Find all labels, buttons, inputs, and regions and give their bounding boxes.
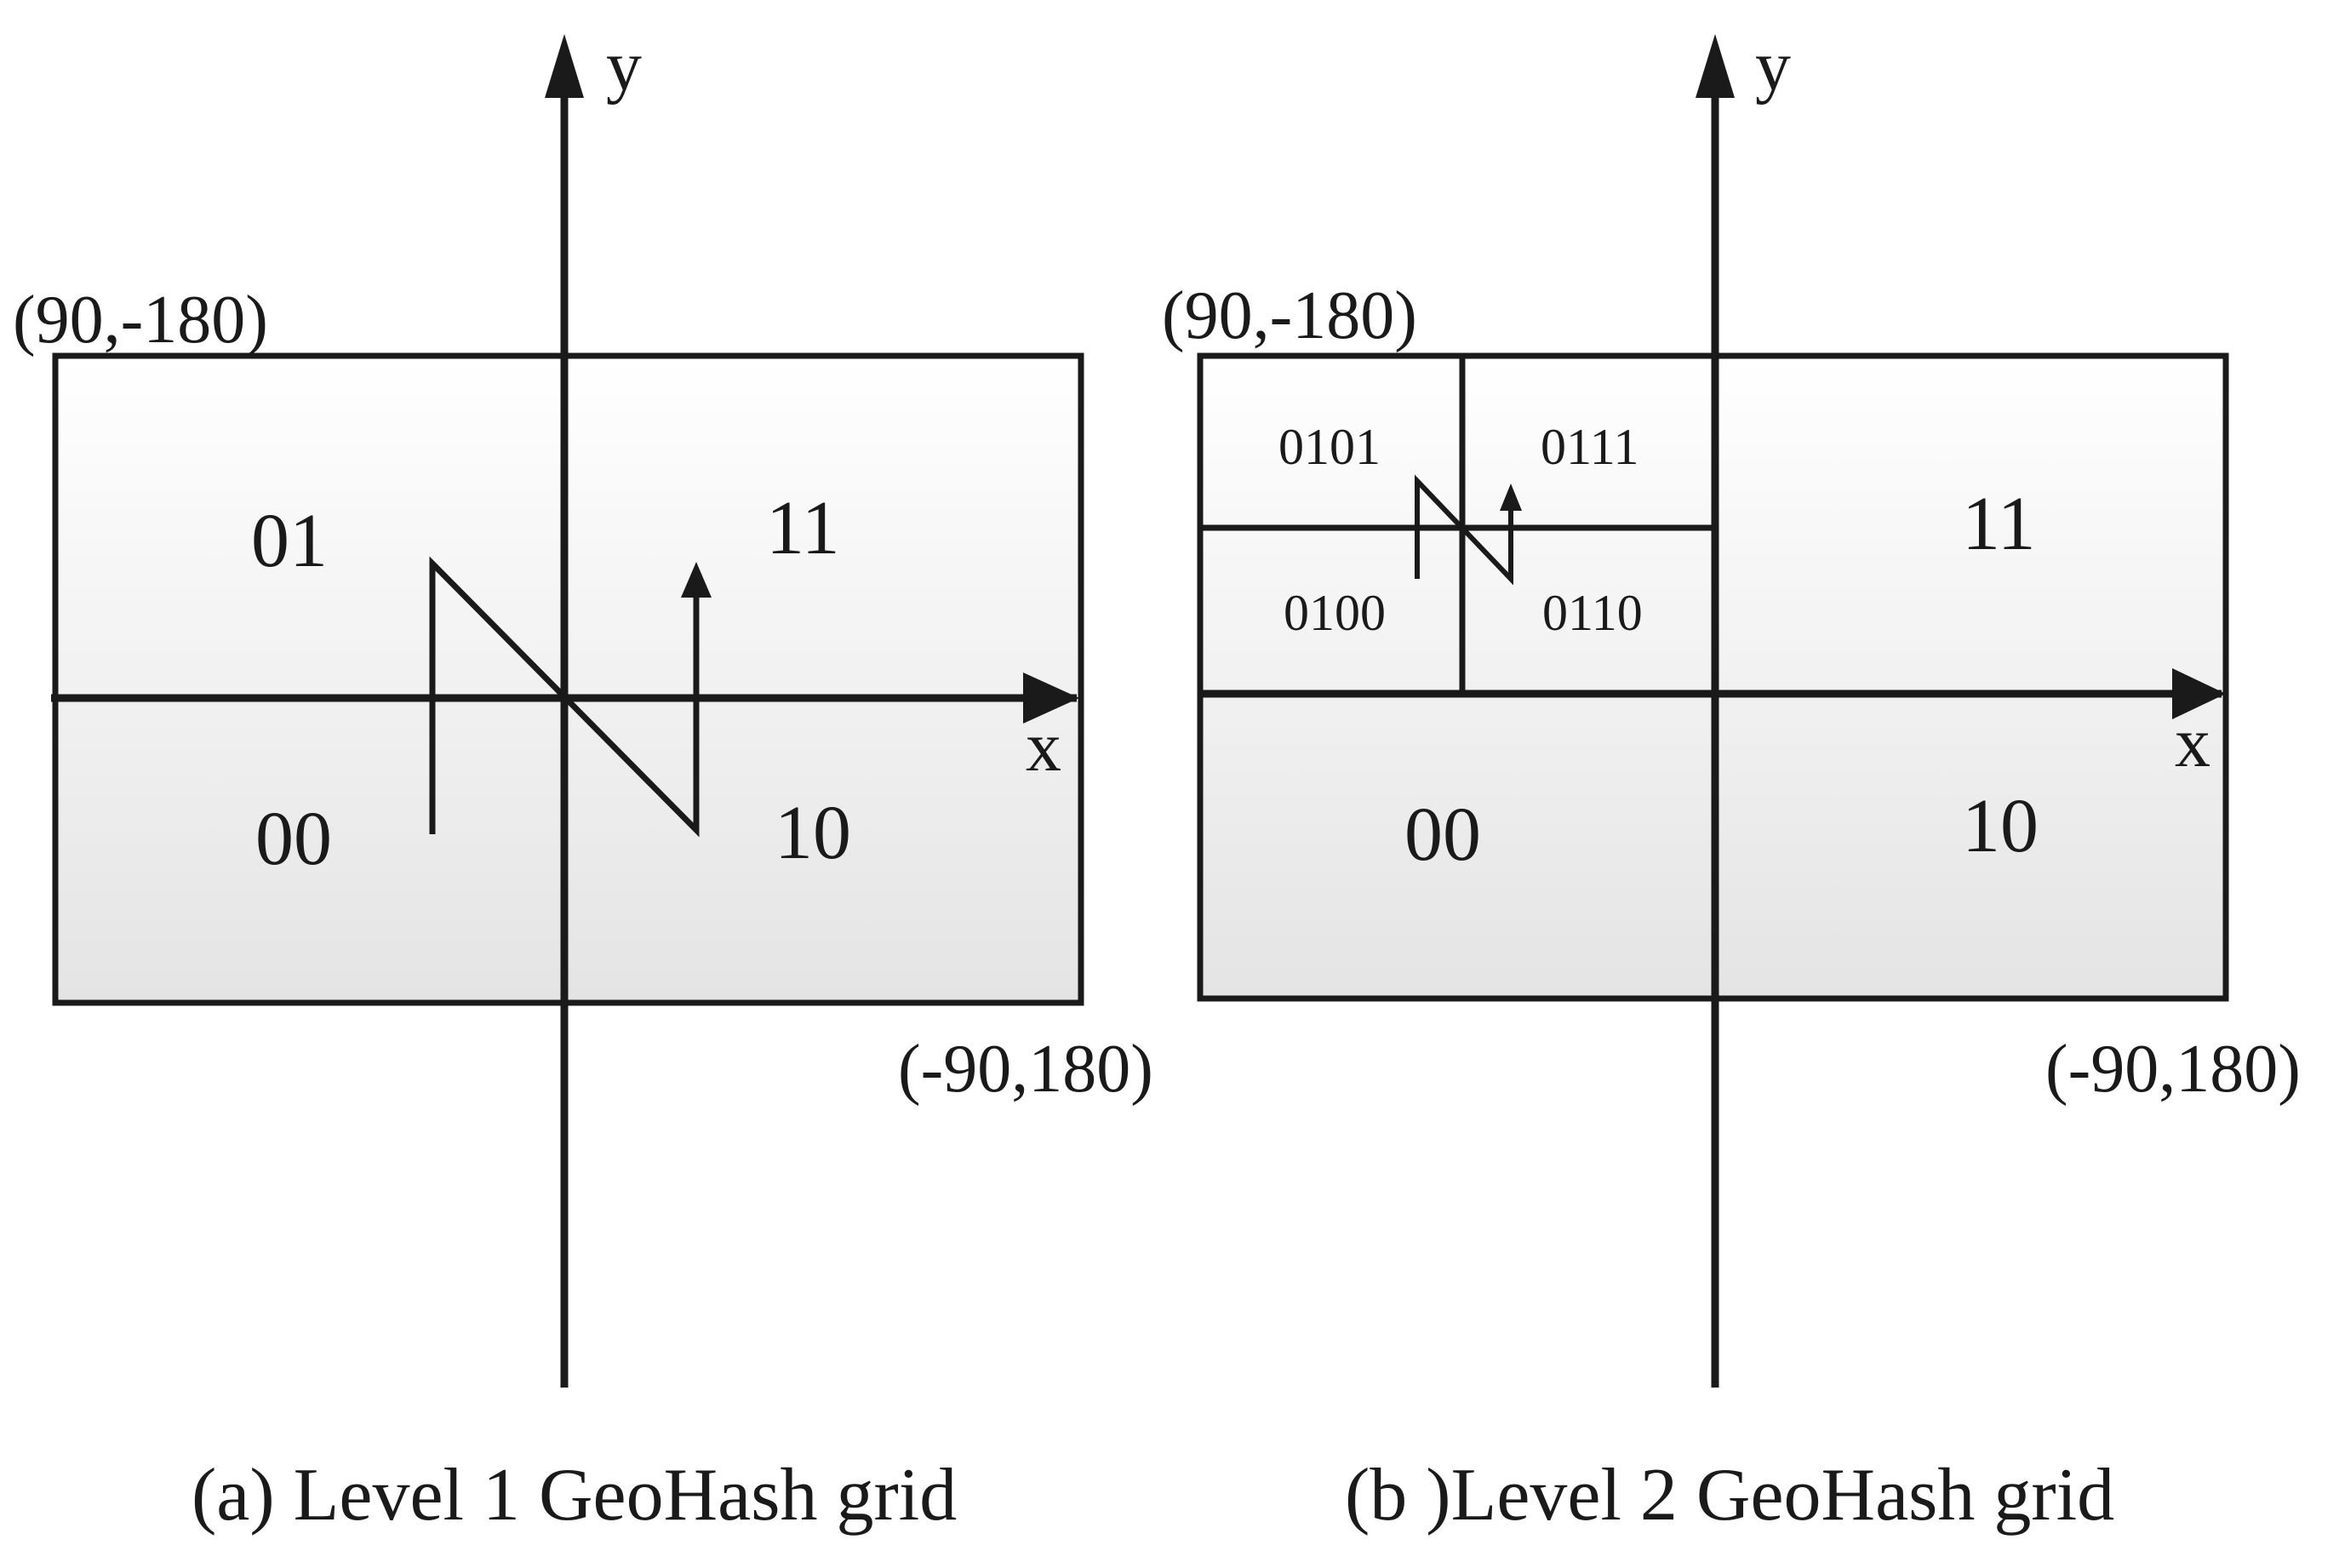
panel-b-subcell-0100: 0100 <box>1284 585 1386 641</box>
panel-a-bottom-right-coordinate: (-90,180) <box>898 1032 1153 1107</box>
panel-b-subcell-0101: 0101 <box>1278 419 1381 475</box>
panel-b-z-curve-arrowhead <box>1500 484 1522 511</box>
panel-a-y-axis-arrow <box>545 34 584 98</box>
panel-a-cell-01: 01 <box>251 499 328 583</box>
panel-b-bottom-right-coordinate: (-90,180) <box>2045 1032 2301 1107</box>
panel-b-cell-00: 00 <box>1404 793 1481 877</box>
panel-a-z-curve <box>429 556 700 838</box>
panel-a-top-left-coordinate: (90,-180) <box>13 283 268 358</box>
panel-b-subcell-0110: 0110 <box>1542 585 1643 641</box>
panel-a-cell-10: 10 <box>775 791 851 875</box>
panel-b-y-label: y <box>1755 26 1791 106</box>
panel-a-caption: (a) Level 1 GeoHash grid <box>192 1454 957 1537</box>
panel-b-top-left-coordinate: (90,-180) <box>1162 278 1417 353</box>
panel-b-subcell-0111: 0111 <box>1541 419 1639 475</box>
panel-a-cell-00: 00 <box>255 797 332 881</box>
panel-b: y x (90,-180) (-90,180) 0101 0111 0100 0… <box>1162 26 2301 1537</box>
panel-b-cell-11: 11 <box>1962 482 2036 566</box>
panel-a-x-axis-arrow <box>1023 672 1079 724</box>
panel-a-z-curve-arrowhead <box>681 562 712 598</box>
panel-b-cell-10: 10 <box>1962 784 2039 868</box>
panel-b-caption: (b )Level 2 GeoHash grid <box>1345 1454 2114 1537</box>
panel-b-y-axis-arrow <box>1696 34 1735 98</box>
panel-a-y-label: y <box>606 26 642 106</box>
panel-b-x-axis-arrow <box>2172 668 2226 719</box>
panel-a-x-label: x <box>1026 707 1061 787</box>
panel-a: y x (90,-180) (-90,180) 01 11 00 10 (a) … <box>13 26 1153 1537</box>
panel-b-x-label: x <box>2175 703 2210 782</box>
panel-a-cell-11: 11 <box>766 486 840 570</box>
panel-b-z-curve <box>1415 474 1513 586</box>
